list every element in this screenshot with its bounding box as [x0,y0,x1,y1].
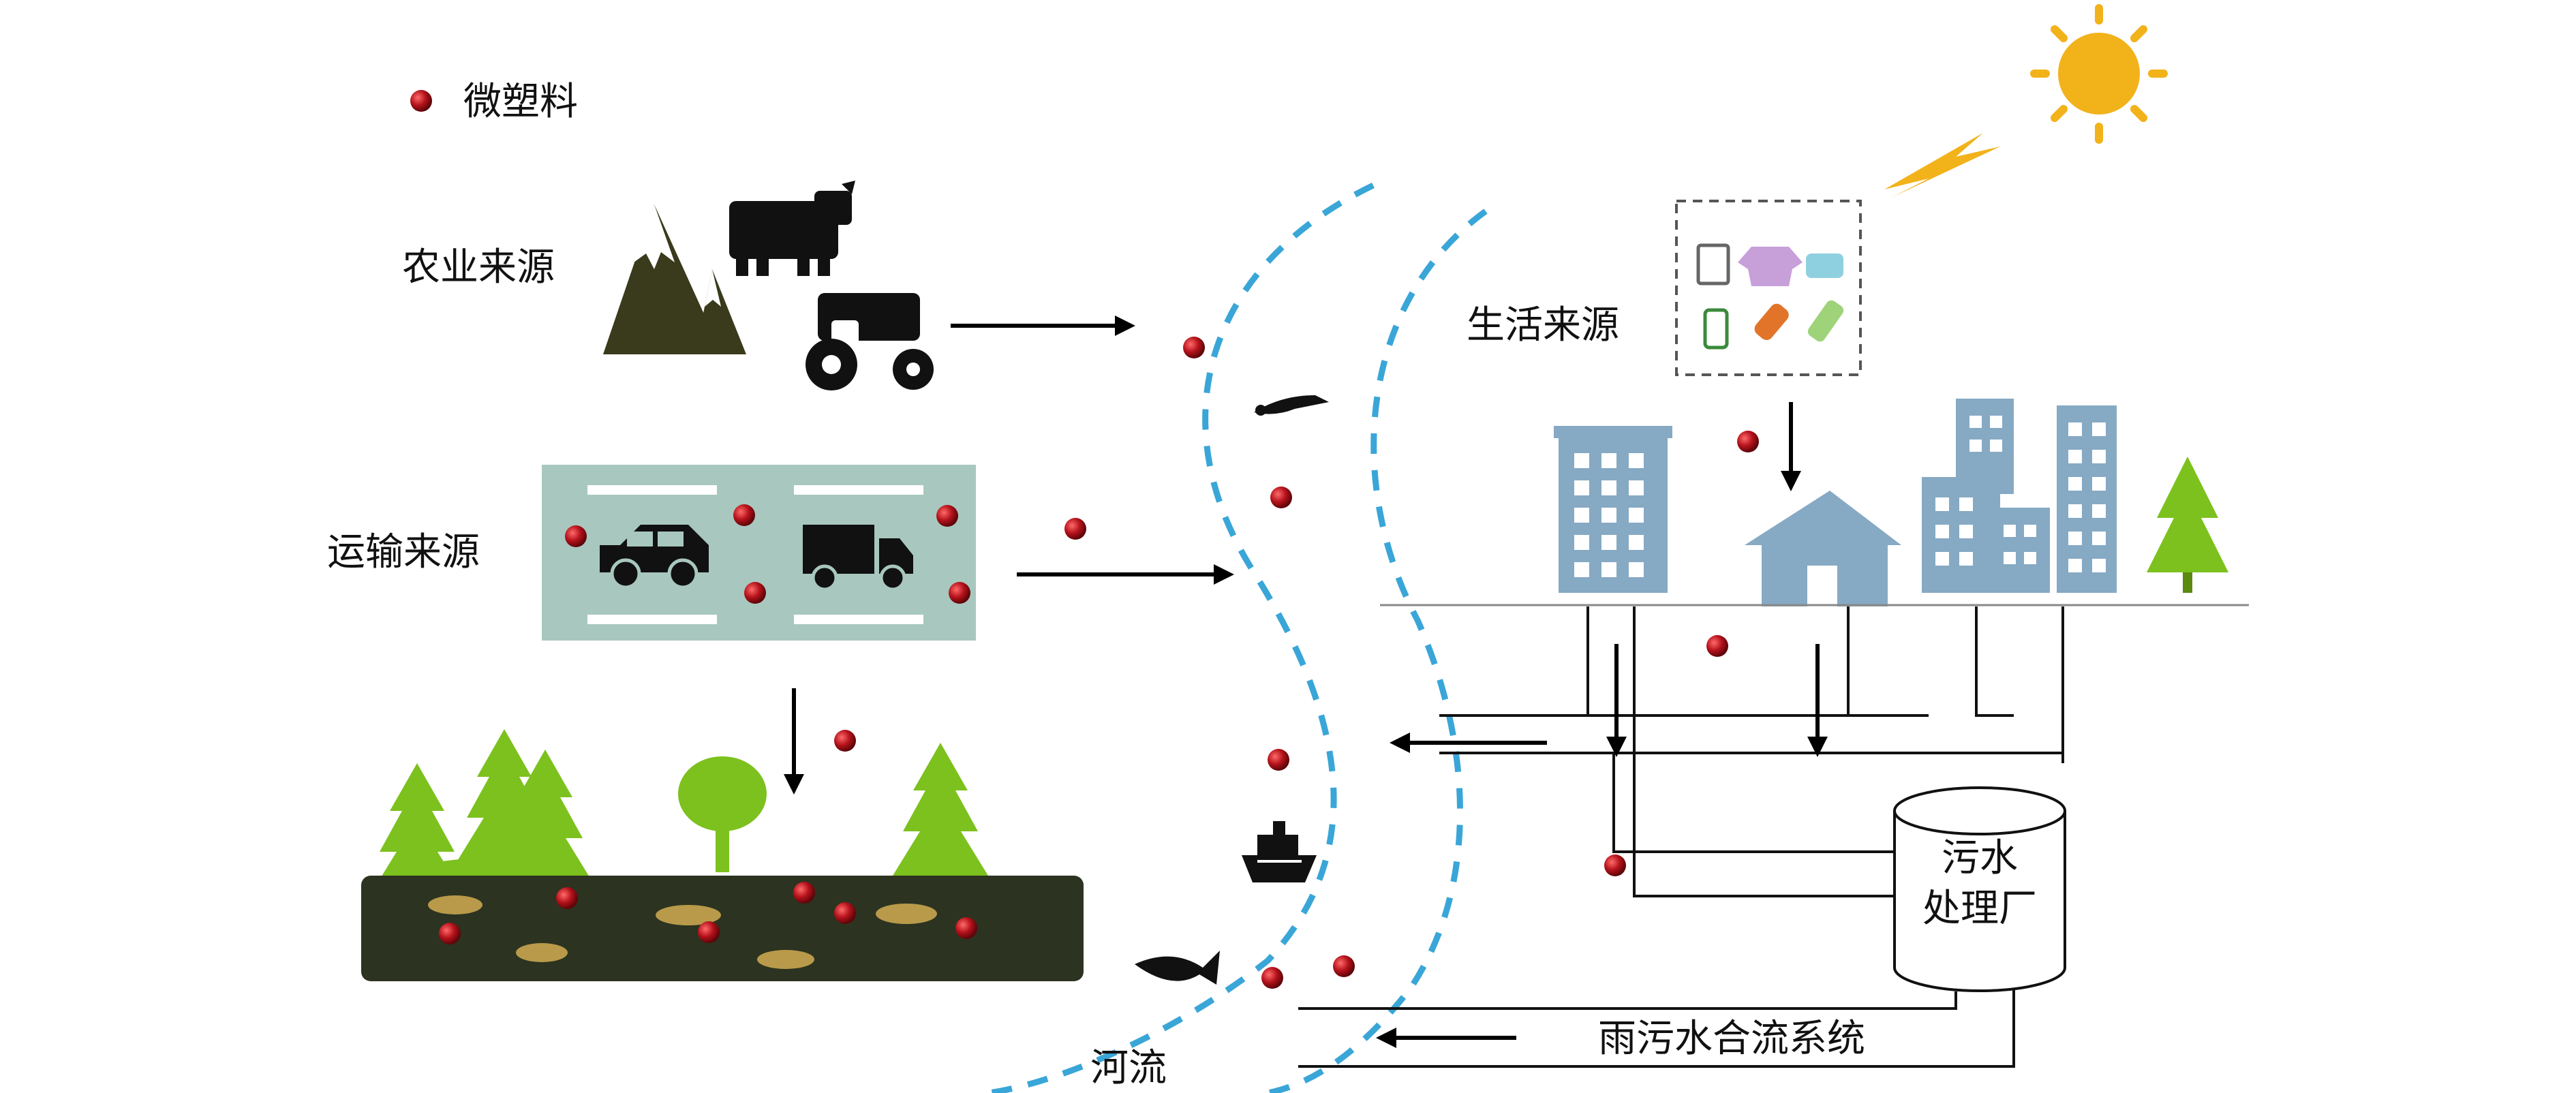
domestic-source-label: 生活来源 [1467,303,1619,348]
car-icon [600,525,709,589]
tree-icon [369,729,988,917]
cow-icon [729,181,855,276]
city-tree-icon [2147,457,2228,593]
fish-icon [1135,951,1220,985]
agriculture-source-label: 农业来源 [402,245,555,290]
wwtp-label-line1: 污水 [1942,836,2018,880]
truck-icon [803,525,913,591]
sun-icon [2030,4,2168,144]
tractor-icon [806,293,934,390]
soap-icon [1806,253,1843,278]
river-bank-right [1267,209,1488,1093]
legend-microplastic-icon [410,90,432,112]
river-label: 河流 [1090,1046,1167,1090]
wwtp-label-line2: 处理厂 [1922,887,2037,931]
spray-bottle-icon [1703,308,1729,350]
wwtp-label: 污水 处理厂 [1895,833,2065,934]
bottle-icon [1807,300,1844,342]
sweater-icon [1738,247,1803,286]
domestic-items-box [1675,200,1862,376]
crocodile-icon [1254,395,1329,416]
river-bank-left [987,182,1375,1093]
transport-source-label: 运输来源 [327,530,480,574]
lightning-icon [1884,133,2000,198]
soil-particles [428,895,937,969]
sewer-network [1298,606,2064,1068]
combined-sewer-label: 雨污水合流系统 [1598,1017,1865,1061]
wwtp-tank [1893,786,2066,992]
candy-icon [1754,303,1789,341]
mountain-icon [603,204,746,354]
house-icon [1745,491,1901,606]
building-windows [1574,416,2106,577]
plastic-bag-icon [1696,243,1730,286]
legend-label: 微塑料 [463,80,578,124]
ship-icon [1242,821,1317,882]
